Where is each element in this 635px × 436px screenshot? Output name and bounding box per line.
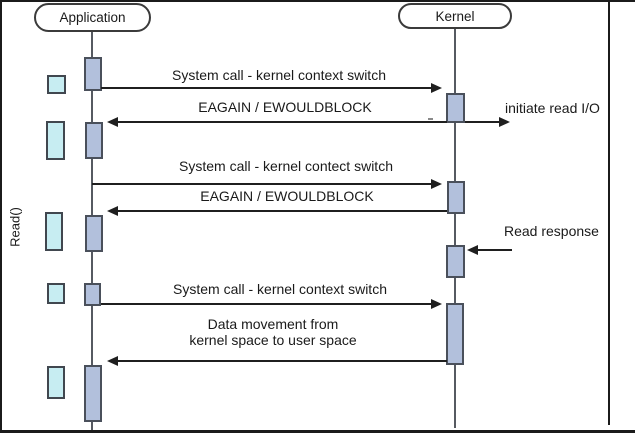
activation-kernel-4 (446, 303, 464, 365)
buffer-box-4 (47, 283, 65, 304)
actor-kernel-label: Kernel (435, 8, 475, 24)
buffer-box-1 (47, 75, 66, 94)
message-6-arrowhead-icon (467, 245, 478, 255)
border-bottom-line (0, 430, 635, 433)
message-1-arrowhead-icon (431, 83, 442, 93)
message-8-line (117, 360, 447, 362)
message-4-line (92, 183, 431, 185)
activation-application-3 (85, 215, 103, 252)
message-1-line (101, 87, 431, 89)
lifeline-kernel (454, 28, 456, 428)
message-3-arrowhead-icon (499, 117, 510, 127)
message-6-line (477, 249, 512, 251)
message-6-label: Read response (504, 223, 599, 239)
message-4-arrowhead-icon (431, 179, 442, 189)
message-5-label: EAGAIN / EWOULDBLOCK (200, 188, 374, 204)
message-5-line (117, 210, 447, 212)
message-7-line (101, 303, 431, 305)
actor-application-label: Application (59, 10, 126, 25)
message-7-arrowhead-icon (431, 299, 442, 309)
buffer-box-5 (47, 366, 65, 399)
actor-kernel-box: Kernel (398, 3, 512, 29)
buffer-box-3 (45, 212, 63, 251)
message-2-arrowhead-icon (107, 117, 118, 127)
message-7-label: System call - kernel context switch (173, 281, 387, 297)
activation-application-4 (84, 283, 101, 306)
buffer-box-2 (46, 121, 65, 160)
activation-application-2 (85, 122, 103, 159)
border-right-line (608, 0, 610, 425)
message-3-label: initiate read I/O (505, 100, 600, 116)
activation-application-5 (84, 365, 102, 422)
message-1-label: System call - kernel context switch (172, 67, 386, 83)
activation-kernel-2 (447, 181, 465, 214)
border-left-line (0, 0, 2, 430)
message-4-label: System call - kernel contect switch (179, 158, 393, 174)
message-2-label: EAGAIN / EWOULDBLOCK (198, 99, 372, 115)
stray-mark (428, 118, 433, 120)
actor-application-box: Application (34, 3, 151, 32)
message-3-line (465, 121, 499, 123)
border-top-line (0, 0, 635, 2)
message-2-line (117, 121, 447, 123)
message-8-label: Data movement from kernel space to user … (189, 316, 357, 348)
activation-application-1 (84, 57, 102, 91)
message-8-arrowhead-icon (107, 356, 118, 366)
activation-kernel-3 (446, 245, 465, 278)
message-5-arrowhead-icon (107, 206, 118, 216)
activation-kernel-1 (446, 93, 465, 123)
read-axis-label: Read() (7, 207, 23, 247)
